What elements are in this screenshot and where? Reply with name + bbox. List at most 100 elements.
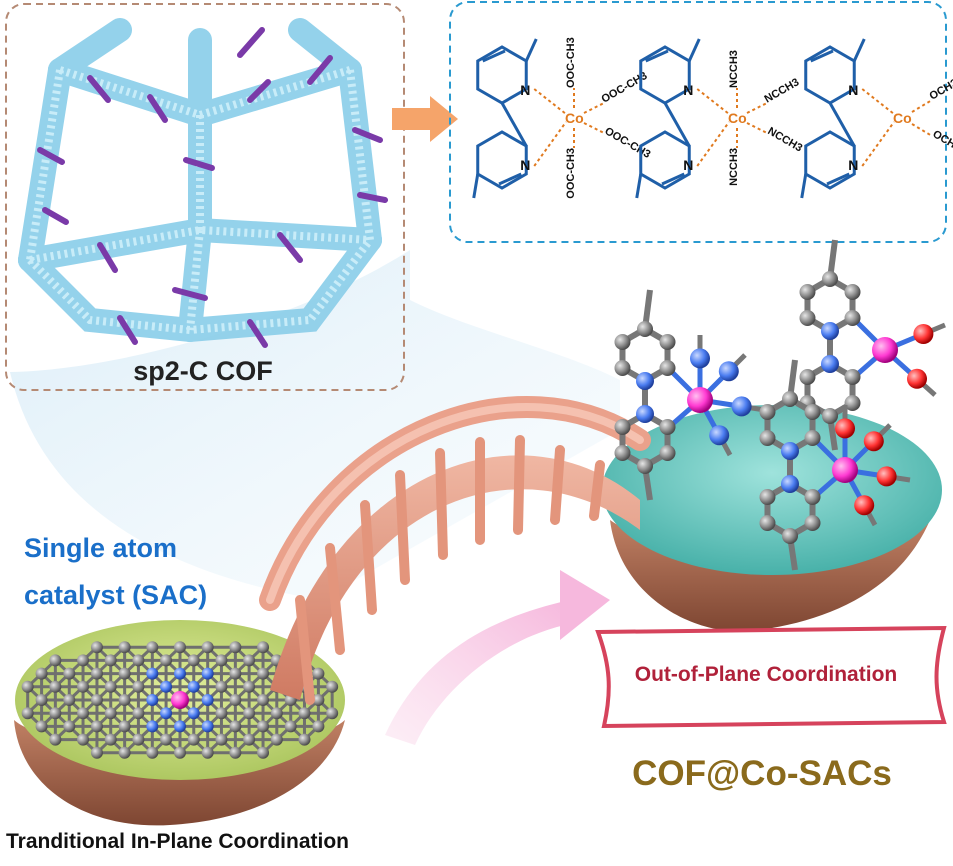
atom	[690, 348, 710, 369]
atom	[104, 680, 117, 693]
atom	[844, 395, 861, 411]
atom	[863, 431, 884, 452]
atom	[799, 310, 816, 326]
ligand-label: OCH3	[928, 77, 953, 103]
atom	[63, 720, 76, 733]
atom	[799, 284, 816, 300]
out-of-plane-banner	[595, 625, 947, 729]
atom	[257, 641, 270, 654]
atom	[49, 654, 62, 667]
structures-box	[449, 1, 947, 243]
cobalt-atom	[872, 337, 898, 363]
ligand-label: NCCH3	[728, 50, 740, 88]
atom	[77, 707, 90, 720]
atom	[636, 405, 654, 423]
atom	[90, 694, 103, 706]
atom	[35, 720, 48, 733]
nitrogen-label: N	[848, 157, 858, 173]
nitrogen-label: N	[520, 82, 530, 98]
atom	[312, 667, 325, 680]
atom	[782, 528, 798, 544]
ligand-label: NCCH3	[728, 148, 740, 186]
atom	[146, 746, 159, 759]
atom	[298, 707, 311, 720]
atom	[49, 733, 62, 746]
graphene-lattice	[21, 641, 339, 759]
atom	[63, 667, 76, 680]
atom	[160, 733, 173, 746]
atom	[835, 418, 855, 439]
cof-box	[5, 3, 405, 391]
atom	[257, 720, 270, 733]
atom	[821, 355, 839, 373]
atom	[229, 641, 242, 654]
atom	[187, 680, 200, 693]
atom	[782, 391, 798, 407]
atom	[90, 641, 103, 654]
atom	[709, 425, 730, 446]
atom	[21, 680, 34, 693]
atom	[257, 667, 270, 680]
atom	[146, 641, 159, 654]
atom	[174, 746, 186, 759]
atom	[118, 694, 131, 706]
atom	[174, 667, 186, 680]
atom	[201, 720, 214, 733]
atom	[312, 694, 325, 706]
cof-label: sp2-C COF	[133, 356, 273, 386]
atom	[229, 667, 242, 680]
atom	[229, 720, 242, 733]
atom	[77, 654, 90, 667]
atom	[118, 641, 131, 654]
atom	[854, 495, 875, 516]
atom	[160, 680, 173, 693]
atom	[187, 654, 200, 667]
sac-label-line2: catalyst (SAC)	[24, 580, 208, 610]
ligand-label: NCCH3	[763, 76, 802, 105]
atom	[132, 680, 145, 693]
atom	[913, 324, 934, 344]
atom	[35, 667, 48, 680]
cobalt-atom	[687, 387, 713, 413]
atom	[637, 458, 653, 474]
atom	[215, 707, 228, 720]
atom	[298, 733, 311, 746]
atom	[876, 466, 897, 487]
atom	[614, 334, 631, 350]
nitrogen-label: N	[683, 157, 693, 173]
atom	[844, 284, 861, 300]
cobalt-atom	[171, 691, 189, 709]
atom	[659, 334, 676, 350]
molecule-models	[614, 239, 946, 571]
atom	[132, 733, 145, 746]
atom	[187, 733, 200, 746]
sac-label-line1: Single atom	[24, 533, 178, 563]
cobalt-complex	[799, 239, 946, 451]
atom	[132, 654, 145, 667]
arrow-right	[392, 96, 458, 142]
atom	[77, 680, 90, 693]
atom	[257, 694, 270, 706]
atom	[799, 369, 816, 385]
traditional-coordination-label: Tranditional In-Plane Coordination	[6, 830, 350, 853]
atom	[804, 404, 821, 420]
pink-arrow	[385, 570, 610, 745]
atom	[270, 707, 283, 720]
atom	[104, 707, 117, 720]
atom	[844, 310, 861, 326]
atom	[90, 720, 103, 733]
atom	[637, 321, 653, 337]
atom	[804, 430, 821, 446]
atom	[174, 641, 186, 654]
atom	[118, 720, 131, 733]
out-of-plane-label: Out-of-Plane Coordination	[634, 663, 898, 686]
atom	[229, 746, 242, 759]
bridge	[259, 396, 651, 705]
atom	[118, 667, 131, 680]
cobalt-atom	[832, 457, 858, 483]
nitrogen-label: N	[848, 82, 858, 98]
cobalt-label: Co	[728, 110, 747, 126]
atom	[614, 419, 631, 435]
